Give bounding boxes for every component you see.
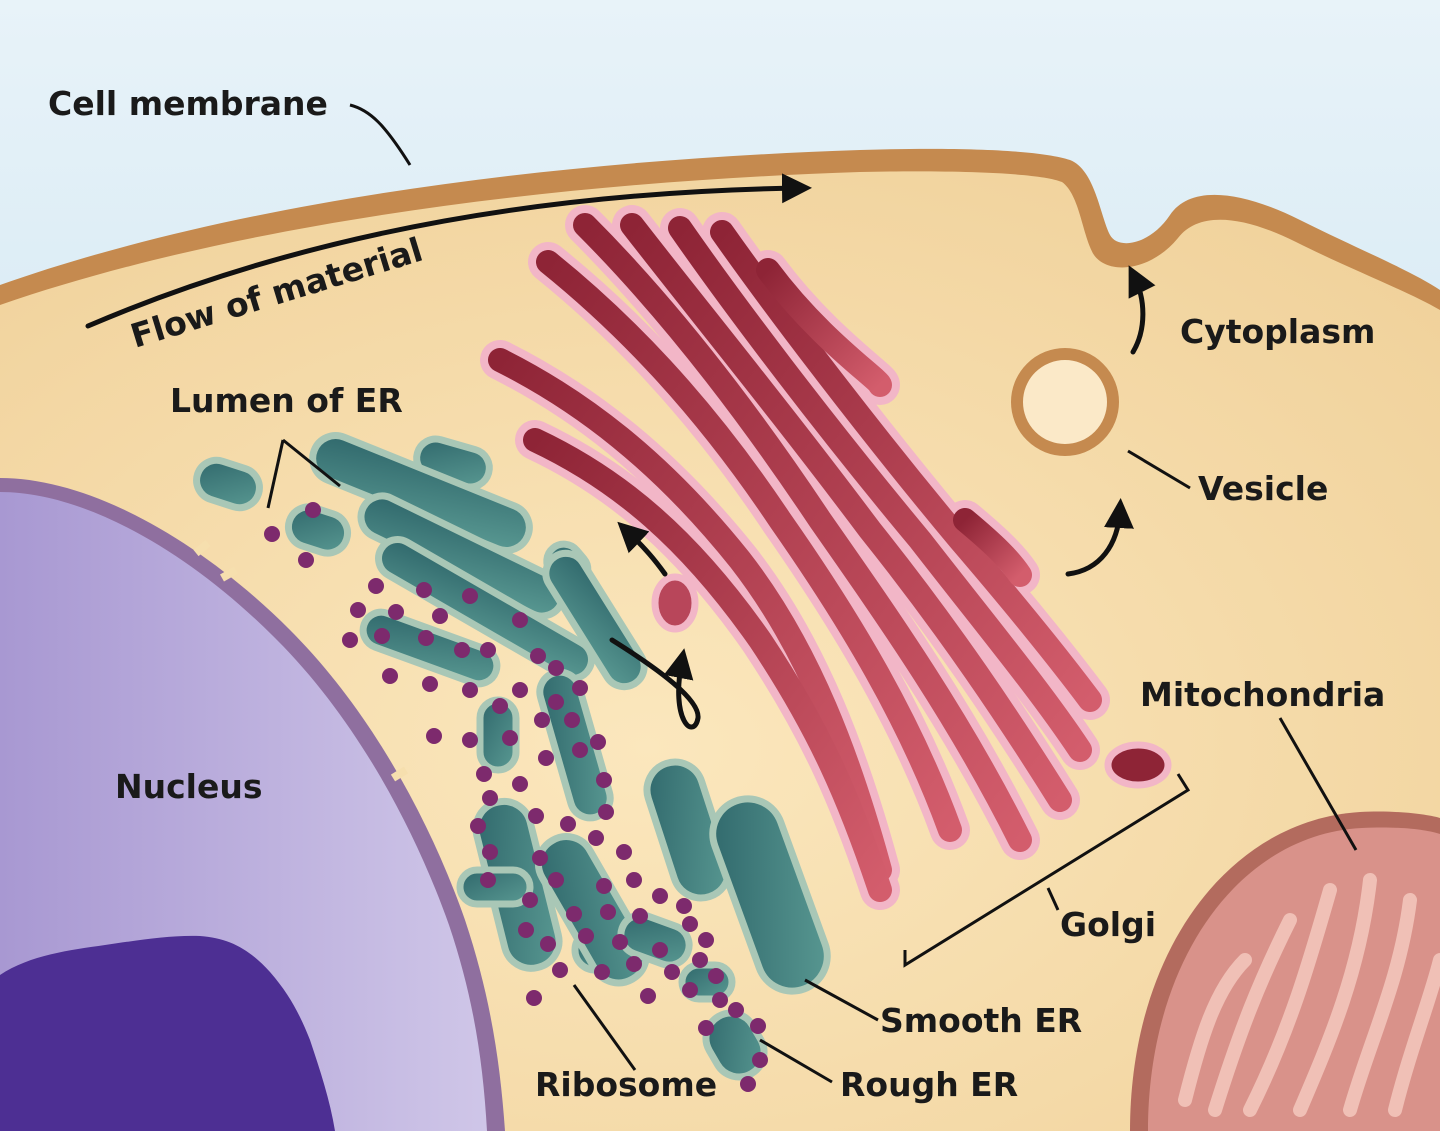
- golgi-vesicle: [1104, 741, 1172, 789]
- flow-of-material-arrow: [85, 173, 812, 329]
- arrows: [85, 173, 1156, 730]
- nucleolus: [0, 935, 335, 1131]
- ribosomes: [264, 502, 768, 1092]
- label-vesicle: Vesicle: [1198, 469, 1328, 508]
- golgi-transport-arrow: [617, 521, 668, 577]
- nuclear-pore: [220, 566, 238, 582]
- mitochondrion: [1130, 811, 1440, 1131]
- vesicle: [1011, 348, 1119, 456]
- leader-lines: [266, 103, 1358, 1084]
- label-ribosome: Ribosome: [535, 1065, 717, 1104]
- golgi-to-vesicle-arrow: [1065, 498, 1134, 577]
- label-rough-er: Rough ER: [840, 1065, 1018, 1104]
- er-to-golgi-arrow: [609, 637, 701, 730]
- label-lumen-of-er: Lumen of ER: [170, 381, 403, 420]
- label-smooth-er: Smooth ER: [880, 1001, 1082, 1040]
- vesicle-to-membrane-arrow: [1128, 265, 1156, 355]
- nuclear-pore: [193, 539, 211, 557]
- nuclear-pore: [390, 766, 409, 782]
- golgi-apparatus: [480, 205, 1110, 910]
- label-mitochondria: Mitochondria: [1140, 675, 1385, 714]
- golgi-vesicle: [651, 573, 699, 633]
- label-cell-membrane: Cell membrane: [48, 84, 328, 123]
- label-nucleus: Nucleus: [115, 767, 263, 806]
- label-golgi: Golgi: [1060, 905, 1156, 944]
- label-cytoplasm: Cytoplasm: [1180, 312, 1375, 351]
